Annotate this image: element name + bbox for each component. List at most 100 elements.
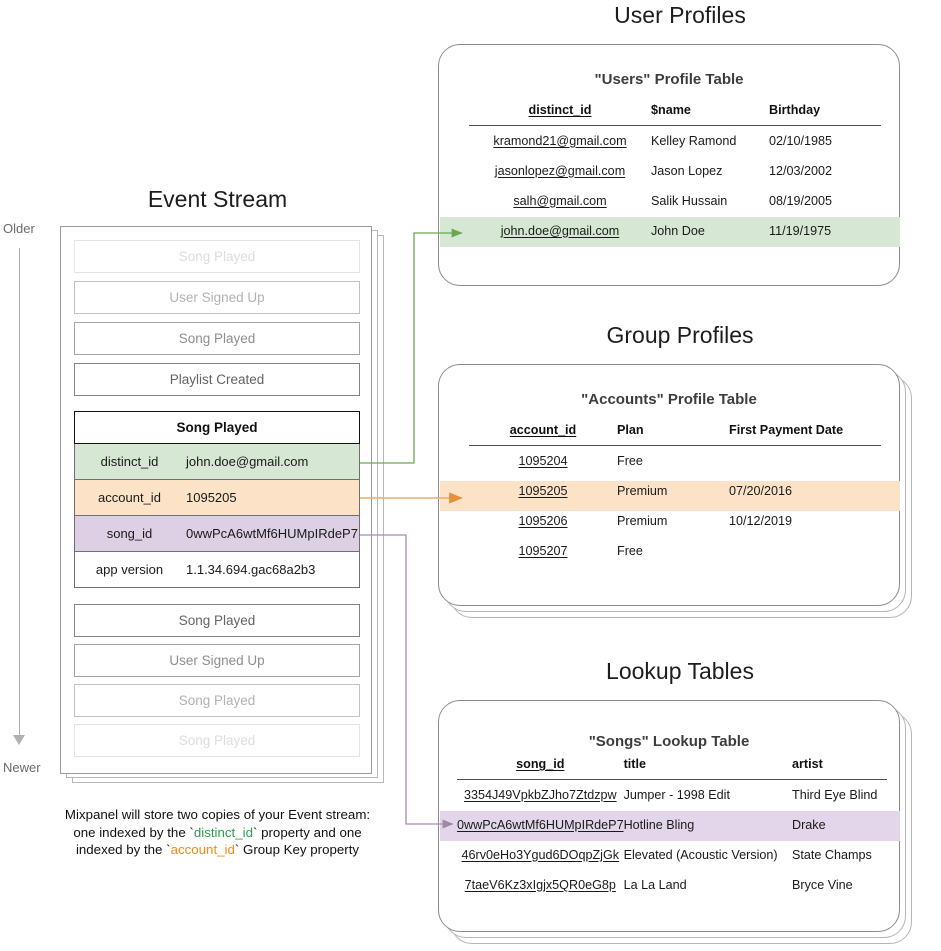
caption-token-distinct-id: distinct_id (193, 824, 253, 840)
event-card[interactable]: Song Played (74, 604, 360, 637)
users-table-title: "Users" Profile Table (594, 71, 744, 88)
table-row-highlighted[interactable]: john.doe@gmail.com John Doe 11/19/1975 (469, 216, 881, 246)
column-header-account-id: account_id (509, 423, 577, 437)
cell-first-payment-date: 10/12/2019 (729, 513, 793, 528)
column-header-distinct-id: distinct_id (528, 103, 592, 117)
cell-artist: Third Eye Blind (792, 787, 878, 802)
cell-song-id: 7taeV6Kz3xIgjx5QR0eG8p (464, 877, 616, 892)
table-row[interactable]: 7taeV6Kz3xIgjx5QR0eG8p La La Land Bryce … (457, 870, 887, 900)
event-card[interactable]: User Signed Up (74, 644, 360, 677)
column-header-plan: Plan (617, 423, 644, 437)
axis-label-older: Older (3, 221, 35, 236)
cell-first-payment-date (729, 536, 881, 566)
users-profile-table: distinct_id $name Birthday kramond21@gma… (469, 103, 881, 246)
songs-lookup-table: song_id title artist 3354J49VpkbZJho7Ztd… (457, 757, 887, 900)
cell-song-id: 46rv0eHo3Ygud6DOqpZjGk (461, 847, 620, 862)
cell-artist: Drake (792, 817, 826, 832)
property-value: 1095205 (186, 490, 237, 505)
event-card[interactable]: User Signed Up (74, 281, 360, 314)
cell-account-id: 1095206 (518, 513, 568, 528)
event-card[interactable]: Song Played (74, 684, 360, 717)
table-header-row: song_id title artist (457, 757, 887, 780)
property-value: 1.1.34.694.gac68a2b3 (186, 562, 316, 577)
caption-line-2b: ` property and one (252, 824, 362, 840)
property-key: distinct_id (100, 454, 159, 469)
cell-birthday: 08/19/2005 (769, 193, 833, 208)
property-key: song_id (106, 526, 153, 541)
caption-line-3b: ` Group Key property (234, 842, 360, 857)
cell-birthday: 02/10/1985 (769, 133, 833, 148)
table-row[interactable]: 3354J49VpkbZJho7Ztdzpw Jumper - 1998 Edi… (457, 780, 887, 810)
cell-name: John Doe (651, 223, 705, 238)
table-row[interactable]: kramond21@gmail.com Kelley Ramond 02/10/… (469, 126, 881, 156)
accounts-table-title: "Accounts" Profile Table (581, 391, 757, 408)
column-header-name: $name (651, 103, 691, 117)
table-row[interactable]: 1095207 Free (469, 536, 881, 566)
table-row-highlighted[interactable]: 0wwPcA6wtMf6HUMpIRdeP7 Hotline Bling Dra… (457, 810, 887, 840)
songs-highlight-band (440, 811, 900, 841)
cell-plan: Free (617, 453, 643, 468)
cell-distinct-id: john.doe@gmail.com (500, 223, 620, 238)
lookup-tables-panel: "Songs" Lookup Table song_id title artis… (438, 700, 900, 932)
cell-song-id: 3354J49VpkbZJho7Ztdzpw (463, 787, 617, 802)
table-header-row: account_id Plan First Payment Date (469, 423, 881, 446)
cell-account-id: 1095205 (518, 483, 568, 498)
songs-table-title: "Songs" Lookup Table (588, 733, 750, 750)
event-card[interactable]: Playlist Created (74, 363, 360, 396)
expanded-event-name: Song Played (74, 411, 360, 444)
user-profiles-panel: "Users" Profile Table distinct_id $name … (438, 44, 900, 286)
accounts-highlight-band (440, 481, 900, 511)
column-header-song-id: song_id (516, 757, 565, 771)
cell-title: Hotline Bling (623, 817, 695, 832)
column-header-first-payment-date: First Payment Date (729, 423, 844, 437)
table-row-highlighted[interactable]: 1095205 Premium 07/20/2016 (469, 476, 881, 506)
cell-plan: Premium (617, 483, 668, 498)
lookup-tables-title: Lookup Tables (606, 658, 754, 684)
cell-title: La La Land (623, 877, 687, 892)
group-profiles-title: Group Profiles (606, 322, 754, 348)
connector-distinct-id-to-users (360, 228, 463, 464)
cell-name: Jason Lopez (651, 163, 723, 178)
users-highlight-band (440, 217, 900, 247)
event-stream-title: Event Stream (147, 186, 288, 212)
table-row[interactable]: 1095206 Premium 10/12/2019 (469, 506, 881, 536)
table-row[interactable]: jasonlopez@gmail.com Jason Lopez 12/03/2… (469, 156, 881, 186)
property-key: app version (95, 562, 164, 577)
table-row[interactable]: 46rv0eHo3Ygud6DOqpZjGk Elevated (Acousti… (457, 840, 887, 870)
table-header-row: distinct_id $name Birthday (469, 103, 881, 126)
event-property-distinct-id: distinct_id john.doe@gmail.com (74, 444, 360, 480)
caption-token-account-id: account_id (170, 842, 235, 857)
cell-title: Elevated (Acoustic Version) (623, 847, 778, 862)
property-value: john.doe@gmail.com (186, 454, 309, 469)
cell-title: Jumper - 1998 Edit (623, 787, 730, 802)
event-card[interactable]: Song Played (74, 724, 360, 757)
cell-distinct-id: kramond21@gmail.com (493, 133, 627, 148)
table-row[interactable]: 1095204 Free (469, 446, 881, 476)
event-stream-container: Song Played User Signed Up Song Played P… (60, 226, 372, 774)
cell-song-id: 0wwPcA6wtMf6HUMpIRdeP7 (457, 817, 624, 832)
table-row[interactable]: salh@gmail.com Salik Hussain 08/19/2005 (469, 186, 881, 216)
event-property-account-id: account_id 1095205 (74, 480, 360, 516)
cell-first-payment-date: 07/20/2016 (729, 483, 793, 498)
event-stream-caption: Mixpanel will store two copies of your E… (35, 806, 400, 859)
cell-account-id: 1095207 (518, 543, 568, 558)
cell-plan: Premium (617, 513, 668, 528)
event-card[interactable]: Song Played (74, 240, 360, 273)
cell-plan: Free (617, 543, 643, 558)
group-profiles-panel: "Accounts" Profile Table account_id Plan… (438, 364, 900, 606)
property-value: 0wwPcA6wtMf6HUMpIRdeP7 (186, 526, 358, 541)
cell-distinct-id: jasonlopez@gmail.com (494, 163, 626, 178)
column-header-title: title (623, 757, 646, 771)
cell-distinct-id: salh@gmail.com (513, 193, 607, 208)
column-header-artist: artist (792, 757, 823, 771)
user-profiles-title: User Profiles (614, 2, 746, 28)
expanded-event-card[interactable]: Song Played distinct_id john.doe@gmail.c… (74, 411, 360, 588)
event-property-song-id: song_id 0wwPcA6wtMf6HUMpIRdeP7 (74, 516, 360, 552)
event-card[interactable]: Song Played (74, 322, 360, 355)
event-property-app-version: app version 1.1.34.694.gac68a2b3 (74, 552, 360, 588)
axis-label-newer: Newer (3, 760, 41, 775)
cell-artist: State Champs (792, 847, 872, 862)
time-axis-arrow-icon (13, 735, 25, 745)
cell-first-payment-date (729, 446, 881, 476)
